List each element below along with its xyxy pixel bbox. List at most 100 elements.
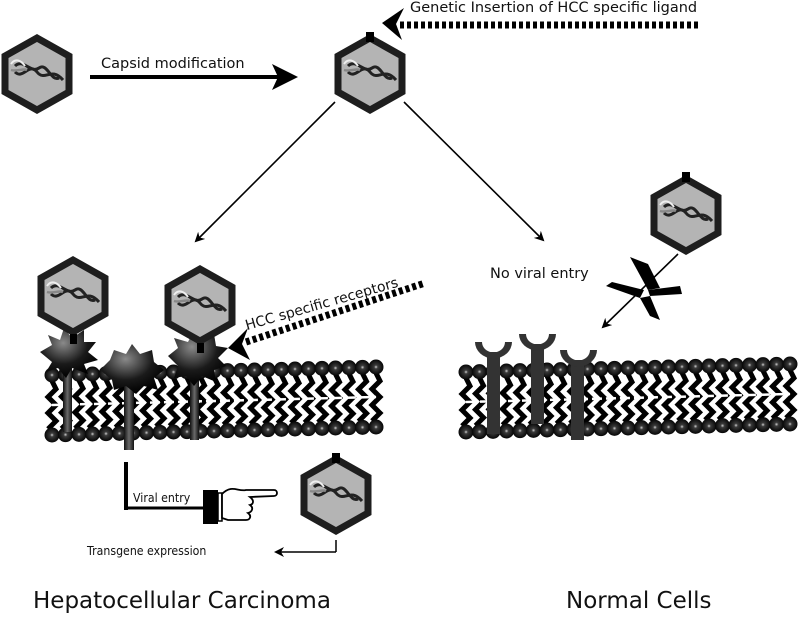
- lipid-head: [220, 363, 235, 379]
- lipid-head: [71, 426, 87, 442]
- lipid-head: [607, 420, 622, 436]
- lipid-tail: [782, 368, 798, 420]
- lipid-tail: [206, 375, 222, 427]
- lipid-head: [328, 360, 343, 376]
- lipid-head: [701, 358, 717, 374]
- lipid-head: [85, 366, 100, 382]
- lipid-head: [472, 364, 487, 380]
- lipid-head: [539, 422, 555, 438]
- lipid-head: [647, 419, 663, 435]
- label-no-viral-entry: No viral entry: [490, 266, 589, 282]
- hcc-receptor-3: [168, 330, 228, 440]
- lipid-head: [728, 357, 744, 373]
- bilayer-midline: [51, 395, 377, 407]
- normal-receptor-1: [475, 342, 512, 434]
- lipid-head: [85, 426, 100, 442]
- lipid-head: [472, 424, 487, 440]
- arrow-to-hcc: [194, 101, 336, 243]
- lipid-tail: [165, 376, 182, 428]
- hcc-receptors-arrow: [228, 279, 427, 360]
- lipid-head: [355, 359, 370, 375]
- lipid-head: [661, 419, 676, 435]
- lipid-head: [499, 423, 514, 439]
- genetic-insertion-arrow: [382, 8, 698, 40]
- lipid-head: [355, 419, 370, 435]
- arrow-to-normal: [403, 101, 545, 242]
- lipid-head: [368, 419, 384, 435]
- lipid-head: [44, 427, 60, 443]
- lipid-head: [206, 423, 222, 439]
- lipid-head: [368, 359, 384, 375]
- lipid-head: [553, 362, 568, 378]
- lipid-head: [260, 362, 276, 378]
- lipid-head: [661, 359, 676, 375]
- lipid-head: [553, 422, 568, 438]
- lipid-head: [220, 423, 235, 439]
- lipid-head: [341, 420, 357, 436]
- lipid-head: [512, 423, 528, 439]
- lipid-head: [139, 425, 154, 441]
- lipid-head: [512, 363, 528, 379]
- lipid-tail: [579, 373, 596, 425]
- lipid-head: [688, 418, 703, 434]
- lipid-head: [674, 359, 690, 375]
- lipid-head: [247, 422, 262, 438]
- lipid-tail: [233, 375, 249, 427]
- lipid-head: [260, 422, 276, 438]
- lipid-head: [328, 420, 343, 436]
- ligand-marker: [366, 32, 374, 42]
- lipid-head: [499, 363, 514, 379]
- lipid-head: [341, 360, 357, 376]
- lipid-head: [742, 417, 757, 433]
- lipid-head: [247, 362, 262, 378]
- lipid-tail: [606, 373, 623, 425]
- label-genetic-insertion: Genetic Insertion of HCC specific ligand: [410, 0, 698, 16]
- lipid-tail: [368, 371, 384, 423]
- lipid-head: [620, 360, 636, 376]
- capsid-normal: [654, 172, 718, 251]
- lipid-tail: [647, 372, 663, 424]
- lipid-head: [782, 416, 798, 432]
- lipid-head: [715, 418, 730, 434]
- capsid-modification-arrow: [90, 64, 298, 90]
- lipid-head: [647, 359, 663, 375]
- lipid-head: [314, 360, 330, 376]
- lipid-head: [301, 421, 316, 437]
- lipid-head: [728, 417, 744, 433]
- lipid-head: [593, 361, 609, 377]
- label-viral-entry: Viral entry: [133, 490, 191, 505]
- lipid-head: [98, 426, 114, 442]
- lipid-head: [287, 361, 303, 377]
- lipid-head: [458, 364, 474, 380]
- lipid-head: [755, 417, 771, 433]
- lipid-head: [755, 357, 771, 373]
- panel-title-hcc: Hepatocellular Carcinoma: [33, 588, 331, 614]
- lipid-tail: [260, 374, 276, 426]
- lipid-head: [620, 420, 636, 436]
- lipid-head: [274, 421, 289, 437]
- label-capsid-modification: Capsid modification: [101, 56, 245, 72]
- hcc-receptor-2: [100, 344, 164, 450]
- lipid-tail: [674, 371, 690, 423]
- lipid-head: [607, 360, 622, 376]
- lipid-tail: [633, 372, 650, 424]
- lipid-head: [526, 422, 541, 438]
- lipid-head: [769, 356, 784, 372]
- normal-membrane: [458, 356, 798, 440]
- viral-entry-path: [124, 462, 205, 510]
- lipid-head: [715, 358, 730, 374]
- hcc-receptor-1: [40, 328, 98, 432]
- lipid-head: [769, 416, 784, 432]
- lipid-head: [701, 418, 717, 434]
- lipid-head: [233, 422, 249, 438]
- lipid-head: [152, 424, 168, 440]
- lipid-head: [166, 424, 181, 440]
- label-transgene-expression: Transgene expression: [87, 543, 207, 558]
- lipid-head: [634, 360, 649, 376]
- lipid-head: [688, 358, 703, 374]
- lipid-head: [742, 357, 757, 373]
- lipid-tail: [219, 375, 236, 427]
- lipid-tail: [246, 374, 263, 426]
- transgene-arrow: [274, 540, 337, 557]
